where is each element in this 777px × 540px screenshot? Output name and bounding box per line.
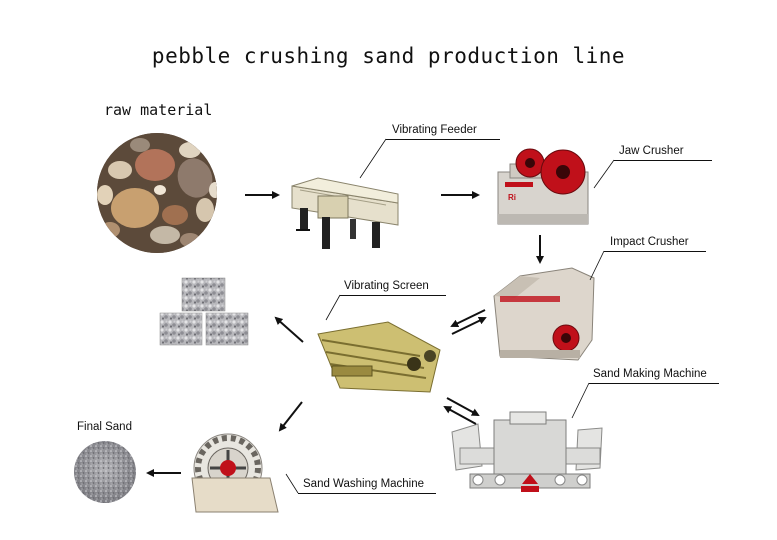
- jaw-crusher-plate-text: Ri: [508, 193, 516, 202]
- sand-washing-machine-underline: [298, 493, 436, 494]
- vibrating-screen-image: [317, 321, 441, 393]
- raw-material-label: raw material: [104, 101, 213, 119]
- arrow-screen-to-gravel: [274, 316, 304, 343]
- vibrating-screen-leader: [325, 294, 341, 321]
- sand-washing-machine-leader: [285, 473, 299, 494]
- impact-crusher-underline: [604, 251, 706, 252]
- final-sand-image: [74, 441, 136, 503]
- page-title: pebble crushing sand production line: [151, 44, 626, 68]
- leader-lines: [285, 138, 615, 494]
- sand-making-machine-label: Sand Making Machine: [593, 368, 707, 380]
- raw-material-pebbles-image: [97, 133, 217, 253]
- arrow-screen-to-impact: [451, 317, 487, 335]
- arrow-screen-to-sandmaker: [446, 397, 480, 416]
- aggregate-gravel-image: [159, 277, 249, 346]
- sand-making-machine-image: [451, 411, 603, 492]
- vibrating-feeder-label: Vibrating Feeder: [392, 124, 477, 136]
- vibrating-feeder-leader: [359, 138, 387, 179]
- impact-crusher-image: [493, 267, 595, 361]
- vibrating-feeder-image: [291, 177, 399, 249]
- arrow-sandmaker-to-screen: [443, 406, 477, 425]
- arrow-impact-to-screen: [450, 309, 486, 327]
- sand-making-machine-leader: [571, 382, 590, 419]
- jaw-crusher-label: Jaw Crusher: [619, 145, 684, 157]
- final-sand-label: Final Sand: [77, 421, 132, 433]
- sand-washing-machine-label: Sand Washing Machine: [303, 478, 425, 490]
- arrow-screen-to-washer: [278, 401, 303, 432]
- vibrating-screen-underline: [340, 295, 446, 296]
- sand-washing-machine-image: [191, 433, 279, 513]
- jaw-crusher-image: Ri: [497, 148, 589, 225]
- sand-making-machine-underline: [589, 383, 719, 384]
- jaw-crusher-underline: [614, 160, 712, 161]
- vibrating-screen-label: Vibrating Screen: [344, 280, 429, 292]
- jaw-crusher-leader: [593, 159, 615, 189]
- impact-crusher-leader: [589, 250, 605, 281]
- flow-arrows: [146, 191, 544, 477]
- vibrating-feeder-underline: [386, 139, 500, 140]
- impact-crusher-label: Impact Crusher: [610, 236, 689, 248]
